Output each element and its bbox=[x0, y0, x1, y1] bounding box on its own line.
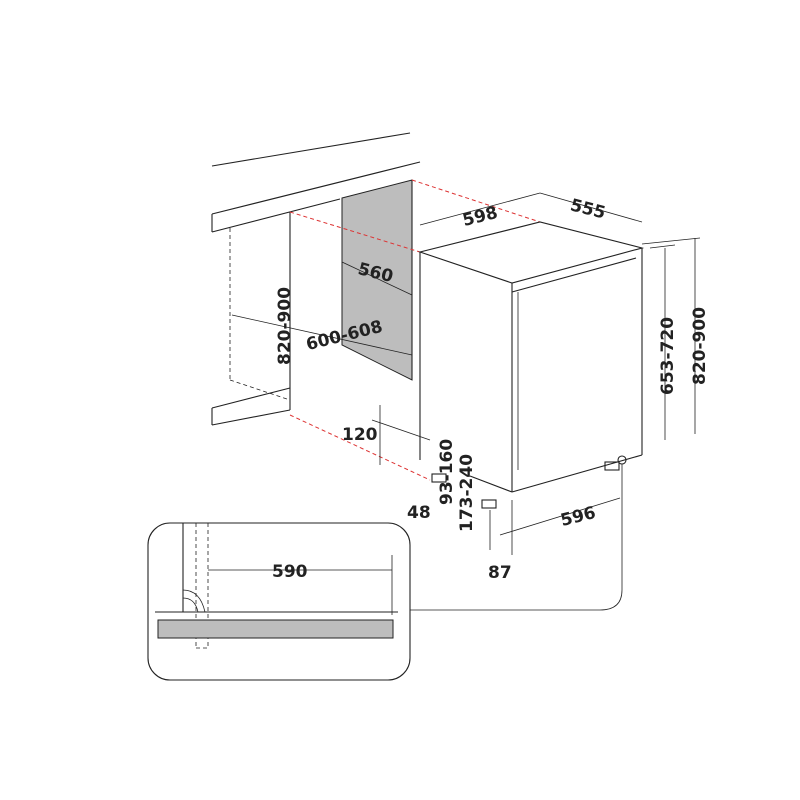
dim-side-offset: 48 bbox=[407, 503, 431, 523]
dishwasher bbox=[418, 221, 645, 509]
dim-appliance-depth: 555 bbox=[568, 195, 607, 223]
dim-base-width: 596 bbox=[559, 503, 598, 531]
countertop bbox=[211, 132, 421, 233]
hidden-edges bbox=[289, 179, 541, 481]
dim-total-height: 820-900 bbox=[690, 307, 710, 385]
dim-plinth-height: 120 bbox=[342, 425, 378, 445]
dim-front-offset: 87 bbox=[488, 563, 512, 583]
dim-door-clearance: 590 bbox=[272, 562, 308, 582]
dim-appliance-height: 653-720 bbox=[658, 317, 678, 395]
dim-niche-height: 820-900 bbox=[275, 287, 295, 365]
dim-appliance-width: 598 bbox=[461, 203, 500, 231]
dim-leg-b: 173-240 bbox=[457, 454, 477, 532]
dimension-lines bbox=[231, 192, 701, 611]
foot bbox=[481, 499, 497, 509]
foot bbox=[604, 461, 620, 471]
door-panel bbox=[157, 619, 394, 639]
foot bbox=[431, 473, 447, 483]
dim-leg-a: 93-160 bbox=[437, 439, 457, 505]
door-detail-inset: 590 bbox=[147, 522, 411, 681]
